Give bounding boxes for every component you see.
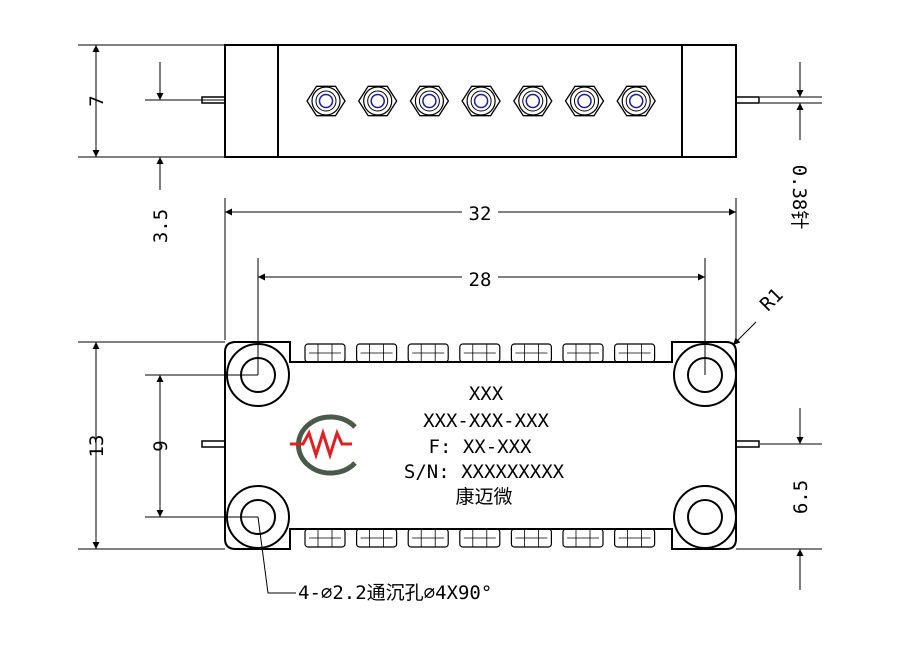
- dim-side-height-text: 7: [86, 95, 108, 106]
- side-connector-3: [409, 85, 450, 117]
- label-line-1: XXX: [469, 383, 504, 405]
- side-connectors: [306, 85, 656, 117]
- dim-spacing-text: 28: [469, 269, 492, 291]
- top-connector-6: [562, 343, 604, 363]
- dim-side-half-text: 3.5: [150, 209, 172, 243]
- side-right-pin: [735, 96, 760, 104]
- dim-offset-text: 6.5: [790, 480, 812, 514]
- top-connector-7: [613, 343, 656, 363]
- plan-left-pin: [201, 440, 226, 448]
- plan-right-pin: [735, 440, 760, 448]
- mount-hole-4: [673, 485, 737, 549]
- radius-leader: [732, 321, 757, 346]
- dim-hole-vertical-text: 9: [150, 440, 172, 451]
- side-view: [201, 44, 760, 158]
- side-body-outline: [224, 44, 737, 158]
- label-line-5: 康迈微: [455, 486, 512, 508]
- side-connector-2: [357, 85, 398, 117]
- hole-callout-text: 4-∅2.2通沉孔∅4X90°: [298, 582, 492, 604]
- side-connector-4: [461, 85, 501, 117]
- product-label: XXX XXX-XXX-XXX F: XX-XXX S/N: XXXXXXXXX…: [404, 383, 565, 508]
- side-connector-7: [616, 85, 656, 117]
- radius-text: R1: [756, 284, 788, 316]
- top-connector-2: [356, 343, 398, 363]
- side-dimensions: [78, 44, 822, 190]
- label-line-3: F: XX-XXX: [429, 436, 533, 458]
- top-connector-3: [407, 343, 449, 363]
- bottom-connector-5: [510, 528, 552, 548]
- top-connector-4: [459, 343, 501, 363]
- dim-length-text: 32: [469, 203, 492, 225]
- label-line-2: XXX-XXX-XXX: [423, 410, 549, 432]
- plan-vertical-dimensions: [78, 321, 822, 594]
- top-connector-1: [304, 343, 346, 363]
- dim-pin-text: 0.38针: [788, 165, 810, 230]
- company-logo: [290, 414, 357, 476]
- bottom-connector-6: [562, 528, 604, 548]
- side-connector-1: [306, 85, 346, 117]
- bottom-connector-2: [356, 528, 398, 548]
- callout-leader: [257, 516, 296, 594]
- bottom-connector-1: [304, 528, 346, 548]
- top-connector-5: [510, 343, 552, 363]
- label-line-4: S/N: XXXXXXXXX: [404, 461, 565, 483]
- side-connector-5: [513, 85, 553, 117]
- plan-body-outline: [224, 341, 737, 550]
- logo-zigzag: [290, 428, 352, 460]
- bottom-connector-4: [459, 528, 501, 548]
- plan-connectors: [304, 343, 656, 548]
- dim-body-height-text: 13: [86, 435, 108, 458]
- bottom-connector-7: [613, 528, 656, 548]
- plan-view: [201, 341, 760, 550]
- dim-length-text-bg: [462, 202, 498, 224]
- side-connector-6: [564, 85, 605, 117]
- bottom-connector-3: [407, 528, 449, 548]
- dim-spacing-text-bg: [462, 267, 498, 289]
- mount-hole-2: [673, 343, 737, 407]
